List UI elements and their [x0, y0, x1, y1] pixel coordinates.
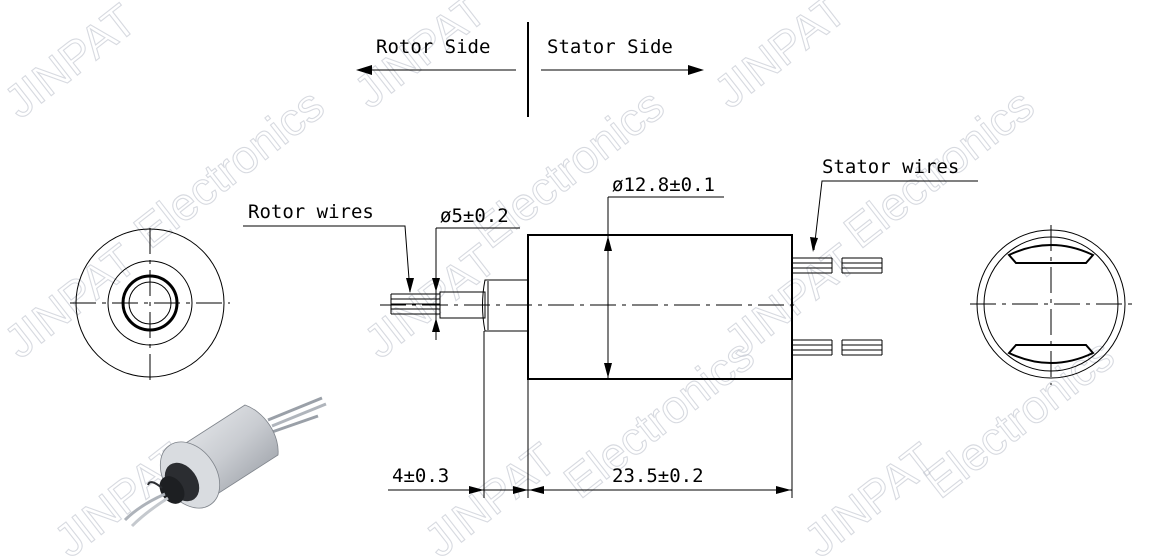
shaft-diameter-value: ø5±0.2 [440, 205, 509, 227]
body-diameter-dimension: ø12.8±0.1 [604, 174, 724, 379]
shaft-length-value: 4±0.3 [392, 465, 449, 487]
watermark-electronics: Electronics [914, 328, 1123, 507]
watermark-brand: JINPAT [794, 433, 946, 559]
shaft-diameter-dimension: ø5±0.2 [432, 205, 520, 340]
rotor-side-label: Rotor Side [376, 36, 490, 58]
body-diameter-value: ø12.8±0.1 [612, 174, 715, 196]
watermark-brand: JINPAT [704, 0, 856, 118]
length-dimensions: 4±0.3 23.5±0.2 [388, 331, 793, 498]
stator-end-view [970, 225, 1135, 385]
rotor-side-arrowhead [356, 65, 372, 75]
stator-wire-bundle-top [792, 257, 883, 274]
watermark-brand: JINPAT [0, 0, 146, 128]
product-illustration [123, 396, 327, 528]
rotor-wire-bundle [390, 293, 440, 315]
rotor-shaft [439, 291, 486, 319]
rotor-wires-arrowhead [406, 278, 414, 293]
slip-ring-body [527, 234, 793, 380]
stator-wires-arrowhead [810, 237, 818, 252]
stator-side-label: Stator Side [547, 36, 673, 58]
rotor-flange [482, 279, 529, 332]
watermark-electronics: Electronics [464, 78, 673, 257]
watermark-brand: JINPAT [344, 0, 496, 118]
stator-wire-bundle-bottom [792, 339, 883, 356]
rotor-wires-label: Rotor wires [248, 201, 374, 223]
stator-side-arrowhead [688, 65, 704, 75]
rotor-end-view [70, 228, 230, 385]
rotor-wires-callout: Rotor wires [243, 201, 414, 293]
stator-wires-label: Stator wires [822, 156, 959, 178]
side-indicator: Rotor Side Stator Side [356, 22, 704, 117]
stator-wire-slot-bottom [1007, 344, 1095, 364]
stator-wire-slot-top [1007, 244, 1095, 264]
watermark-brand: JINPAT [414, 433, 566, 559]
side-view [380, 234, 883, 380]
body-length-value: 23.5±0.2 [612, 465, 704, 487]
watermark-electronics: Electronics [124, 78, 333, 257]
stator-wires-callout: Stator wires [810, 156, 978, 252]
